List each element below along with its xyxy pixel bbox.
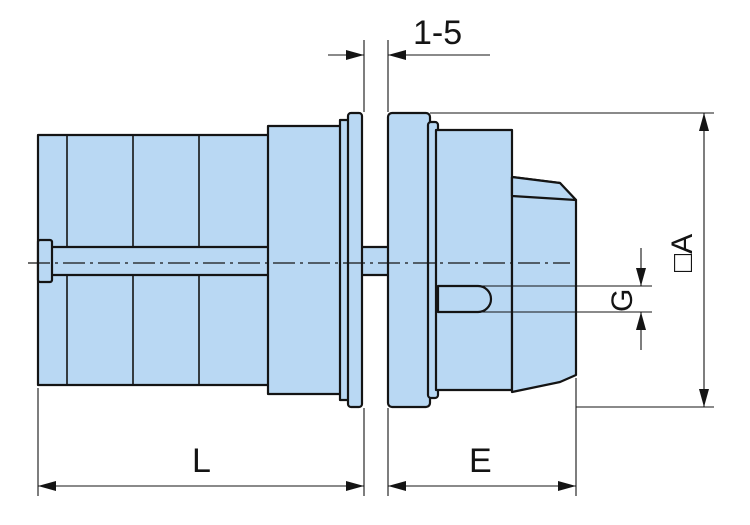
- dimension-label-square: □A: [666, 234, 699, 272]
- mounting-collar: [266, 124, 344, 396]
- dimension-label-gap: G: [606, 289, 639, 312]
- arrow-head: [346, 481, 364, 491]
- arrow-head: [346, 50, 364, 60]
- dimension-square: □A: [430, 112, 714, 408]
- arrow-head: [699, 389, 709, 407]
- shaft-end-cap: [36, 238, 54, 284]
- arrow-head: [558, 481, 576, 491]
- arrow-head: [699, 113, 709, 131]
- indicator-pin: [436, 284, 493, 314]
- dimension-label-extension: E: [469, 442, 492, 480]
- dimension-gap: G: [482, 248, 652, 350]
- arrow-head: [636, 312, 646, 330]
- rear-flange: [346, 111, 364, 409]
- dimension-extension: E: [387, 378, 577, 496]
- dimension-label-panel-thickness: 1-5: [413, 14, 462, 52]
- dimension-label-length: L: [192, 442, 211, 480]
- dimension-length: L: [37, 388, 365, 496]
- knob-top-face: [510, 175, 578, 202]
- arrow-head: [38, 481, 56, 491]
- front-housing: [434, 128, 514, 392]
- arrow-head: [388, 481, 406, 491]
- front-bezel: [386, 111, 432, 409]
- knob: [510, 175, 578, 394]
- arrow-head: [636, 268, 646, 286]
- arrow-head: [388, 50, 406, 60]
- dimension-panel-thickness: 1-5: [328, 14, 490, 112]
